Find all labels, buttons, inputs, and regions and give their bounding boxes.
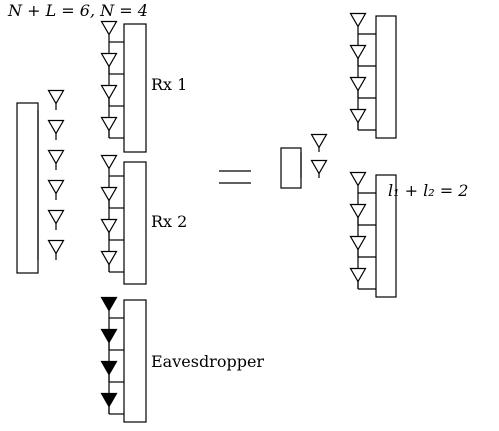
antenna-icon [47, 209, 65, 225]
antenna-icon [100, 218, 118, 234]
antenna-icon [100, 328, 118, 344]
right-bottom-array [349, 171, 397, 298]
right-top-array [349, 12, 397, 139]
equals-sign [219, 170, 251, 184]
antenna-icon [47, 179, 65, 195]
antenna-icon [100, 360, 118, 376]
antenna-icon [349, 171, 367, 187]
antenna-icon [47, 239, 65, 255]
array-box [375, 174, 397, 298]
array-box [375, 15, 397, 139]
array-box [123, 23, 147, 153]
antenna-icon [100, 52, 118, 68]
antenna-icon [47, 119, 65, 135]
antenna-icon [349, 235, 367, 251]
header-equation: N + L = 6, N = 4 [7, 1, 148, 20]
antenna-icon [100, 154, 118, 170]
antenna-icon [349, 108, 367, 124]
antenna-icon [100, 116, 118, 132]
antenna-icon [310, 133, 328, 149]
antenna-icon [100, 20, 118, 36]
antenna-icon [349, 76, 367, 92]
antenna-icon [310, 159, 328, 175]
rx1-array [100, 20, 147, 153]
right-equation: l₁ + l₂ = 2 [388, 181, 468, 200]
array-box [16, 102, 39, 274]
antenna-icon [47, 149, 65, 165]
antenna-icon [47, 89, 65, 105]
antenna-icon [349, 203, 367, 219]
antenna-icon [100, 186, 118, 202]
array-box [280, 147, 302, 189]
transmitter-array [16, 89, 65, 274]
rx1-label: Rx 1 [151, 75, 187, 94]
rx2-label: Rx 2 [151, 212, 187, 231]
antenna-icon [349, 267, 367, 283]
array-box [123, 299, 147, 423]
antenna-icon [349, 44, 367, 60]
antenna-icon [349, 12, 367, 28]
antenna-icon [100, 84, 118, 100]
array-box [123, 161, 147, 285]
eavesdropper-label: Eavesdropper [151, 352, 264, 371]
small-array [280, 133, 328, 189]
antenna-icon [100, 296, 118, 312]
rx2-array [100, 154, 147, 285]
antenna-icon [100, 392, 118, 408]
eavesdropper-array [100, 296, 147, 423]
antenna-icon [100, 250, 118, 266]
